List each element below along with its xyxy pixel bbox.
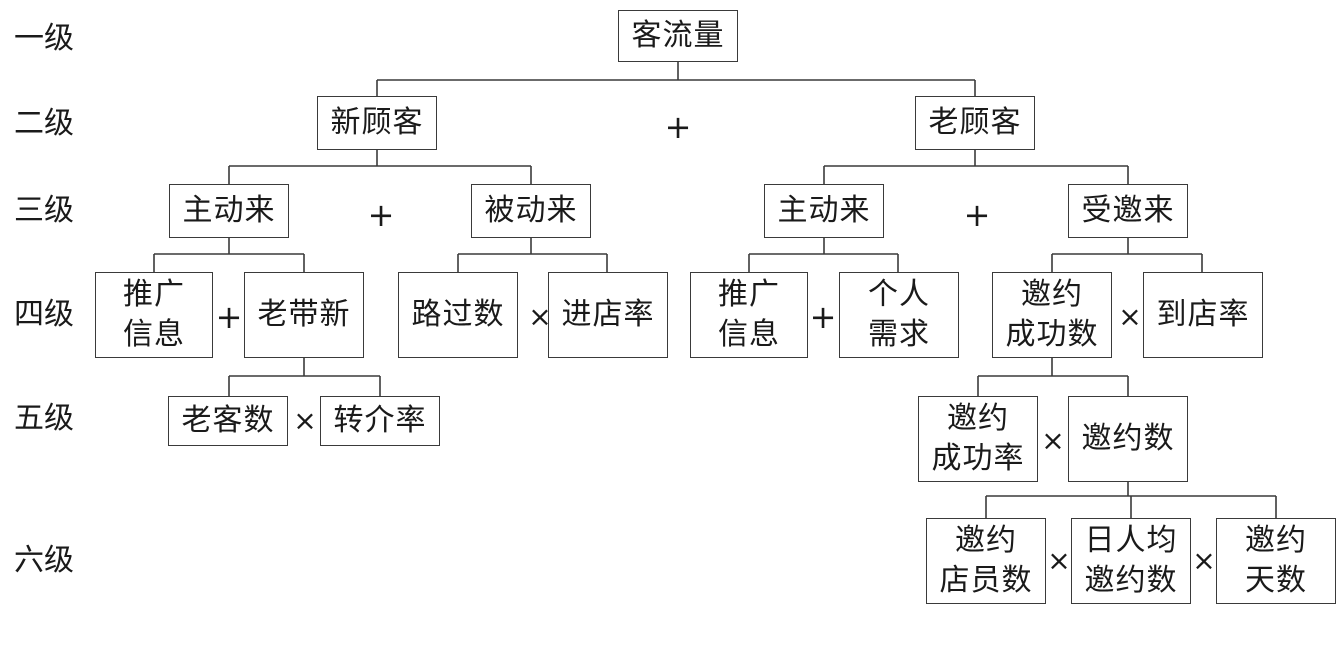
node-old-customer: 老顾客 bbox=[915, 96, 1035, 150]
plus-operator: + bbox=[809, 298, 837, 336]
node-promo-info: 推广 信息 bbox=[95, 272, 213, 358]
times-operator: × bbox=[1192, 544, 1216, 577]
times-operator: × bbox=[1047, 544, 1071, 577]
node-invite-success-rate: 邀约 成功率 bbox=[918, 396, 1038, 482]
node-customer-flow: 客流量 bbox=[618, 10, 738, 62]
node-new-passive: 被动来 bbox=[471, 184, 591, 238]
times-operator: × bbox=[528, 300, 552, 333]
node-personal-needs: 个人 需求 bbox=[839, 272, 959, 358]
node-entry-rate: 进店率 bbox=[548, 272, 668, 358]
node-promo-info: 推广 信息 bbox=[690, 272, 808, 358]
node-passers-by: 路过数 bbox=[398, 272, 518, 358]
node-arrival-rate: 到店率 bbox=[1143, 272, 1263, 358]
plus-operator: + bbox=[963, 196, 991, 234]
level-label-5: 五级 bbox=[14, 401, 74, 436]
node-inviting-staff: 邀约 店员数 bbox=[926, 518, 1046, 604]
level-label-2: 二级 bbox=[14, 106, 74, 141]
level-label-1: 一级 bbox=[14, 21, 74, 56]
node-referral-rate: 转介率 bbox=[320, 396, 440, 446]
node-daily-invites-per-person: 日人均 邀约数 bbox=[1071, 518, 1191, 604]
node-old-active: 主动来 bbox=[764, 184, 884, 238]
node-new-active: 主动来 bbox=[169, 184, 289, 238]
node-invite-days: 邀约 天数 bbox=[1216, 518, 1336, 604]
plus-operator: + bbox=[664, 108, 692, 146]
plus-operator: + bbox=[367, 196, 395, 234]
node-old-invited: 受邀来 bbox=[1068, 184, 1188, 238]
level-label-4: 四级 bbox=[14, 297, 74, 332]
level-label-3: 三级 bbox=[14, 193, 74, 228]
node-invite-count: 邀约数 bbox=[1068, 396, 1188, 482]
node-new-customer: 新顾客 bbox=[317, 96, 437, 150]
node-old-brings-new: 老带新 bbox=[244, 272, 364, 358]
node-invite-success-count: 邀约 成功数 bbox=[992, 272, 1112, 358]
times-operator: × bbox=[1118, 300, 1142, 333]
node-old-customer-count: 老客数 bbox=[168, 396, 288, 446]
plus-operator: + bbox=[215, 298, 243, 336]
times-operator: × bbox=[293, 404, 317, 437]
level-label-6: 六级 bbox=[14, 543, 74, 578]
times-operator: × bbox=[1041, 424, 1065, 457]
